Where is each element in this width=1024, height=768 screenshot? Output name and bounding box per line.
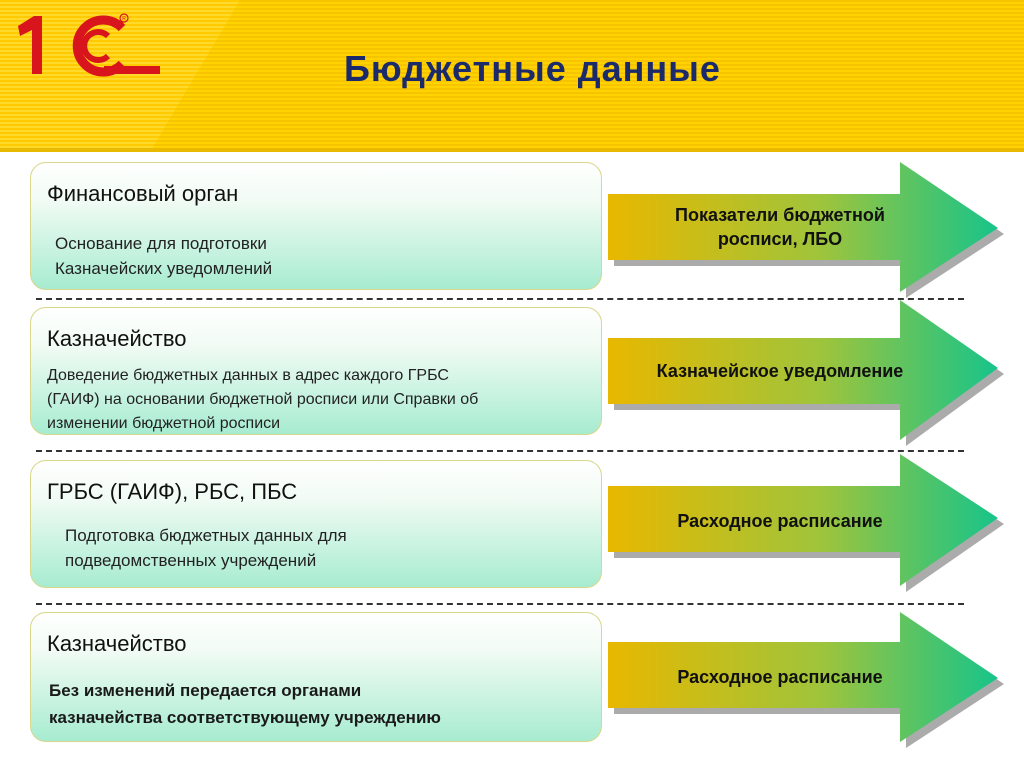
row-divider [36, 298, 964, 300]
svg-text:R: R [122, 16, 126, 22]
arrow-label: Показатели бюджетной росписи, ЛБО [675, 205, 885, 249]
row-title: Казначейство [47, 326, 187, 351]
header-divider [0, 148, 1024, 152]
1c-logo-icon: R [18, 13, 160, 77]
arrow-label: Расходное расписание [677, 667, 883, 687]
arrow-label: Казначейское уведомление [656, 361, 904, 381]
row-box-treasury-final: Казначейство Без изменений передается ор… [30, 612, 602, 742]
row-divider [36, 450, 964, 452]
row-box-grbs: ГРБС (ГАИФ), РБС, ПБС Подготовка бюджетн… [30, 460, 602, 588]
row-box-treasury: Казначейство Доведение бюджетных данных … [30, 307, 602, 435]
row-box-financial-body: Финансовый орган Основание для подготовк… [30, 162, 602, 290]
row-title: ГРБС (ГАИФ), РБС, ПБС [47, 479, 298, 504]
row-title: Финансовый орган [47, 181, 239, 206]
row-description: Основание для подготовки Казначейских ув… [55, 234, 273, 278]
row-title: Казначейство [47, 631, 187, 656]
row-description: Без изменений передается органами казнач… [49, 681, 441, 727]
page-title: Бюджетные данные [344, 48, 721, 89]
row-divider [36, 603, 964, 605]
arrow-label: Расходное расписание [677, 511, 883, 531]
row-description: Доведение бюджетных данных в адрес каждо… [47, 367, 479, 432]
row-description: Подготовка бюджетных данных для подведом… [65, 526, 347, 570]
